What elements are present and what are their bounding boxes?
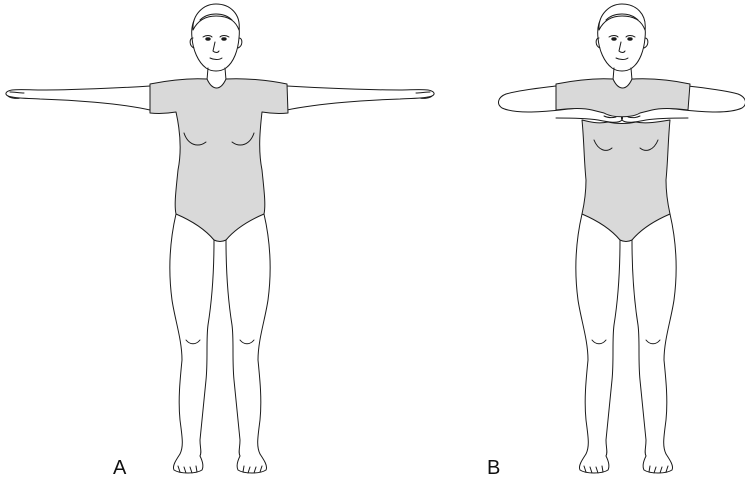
panel-label-a: A: [113, 458, 126, 478]
panel-label-b: B: [487, 458, 500, 478]
figure-b-leotard: [556, 79, 690, 242]
figure-b-legs: [576, 214, 676, 473]
figure-b-head: [596, 4, 648, 71]
